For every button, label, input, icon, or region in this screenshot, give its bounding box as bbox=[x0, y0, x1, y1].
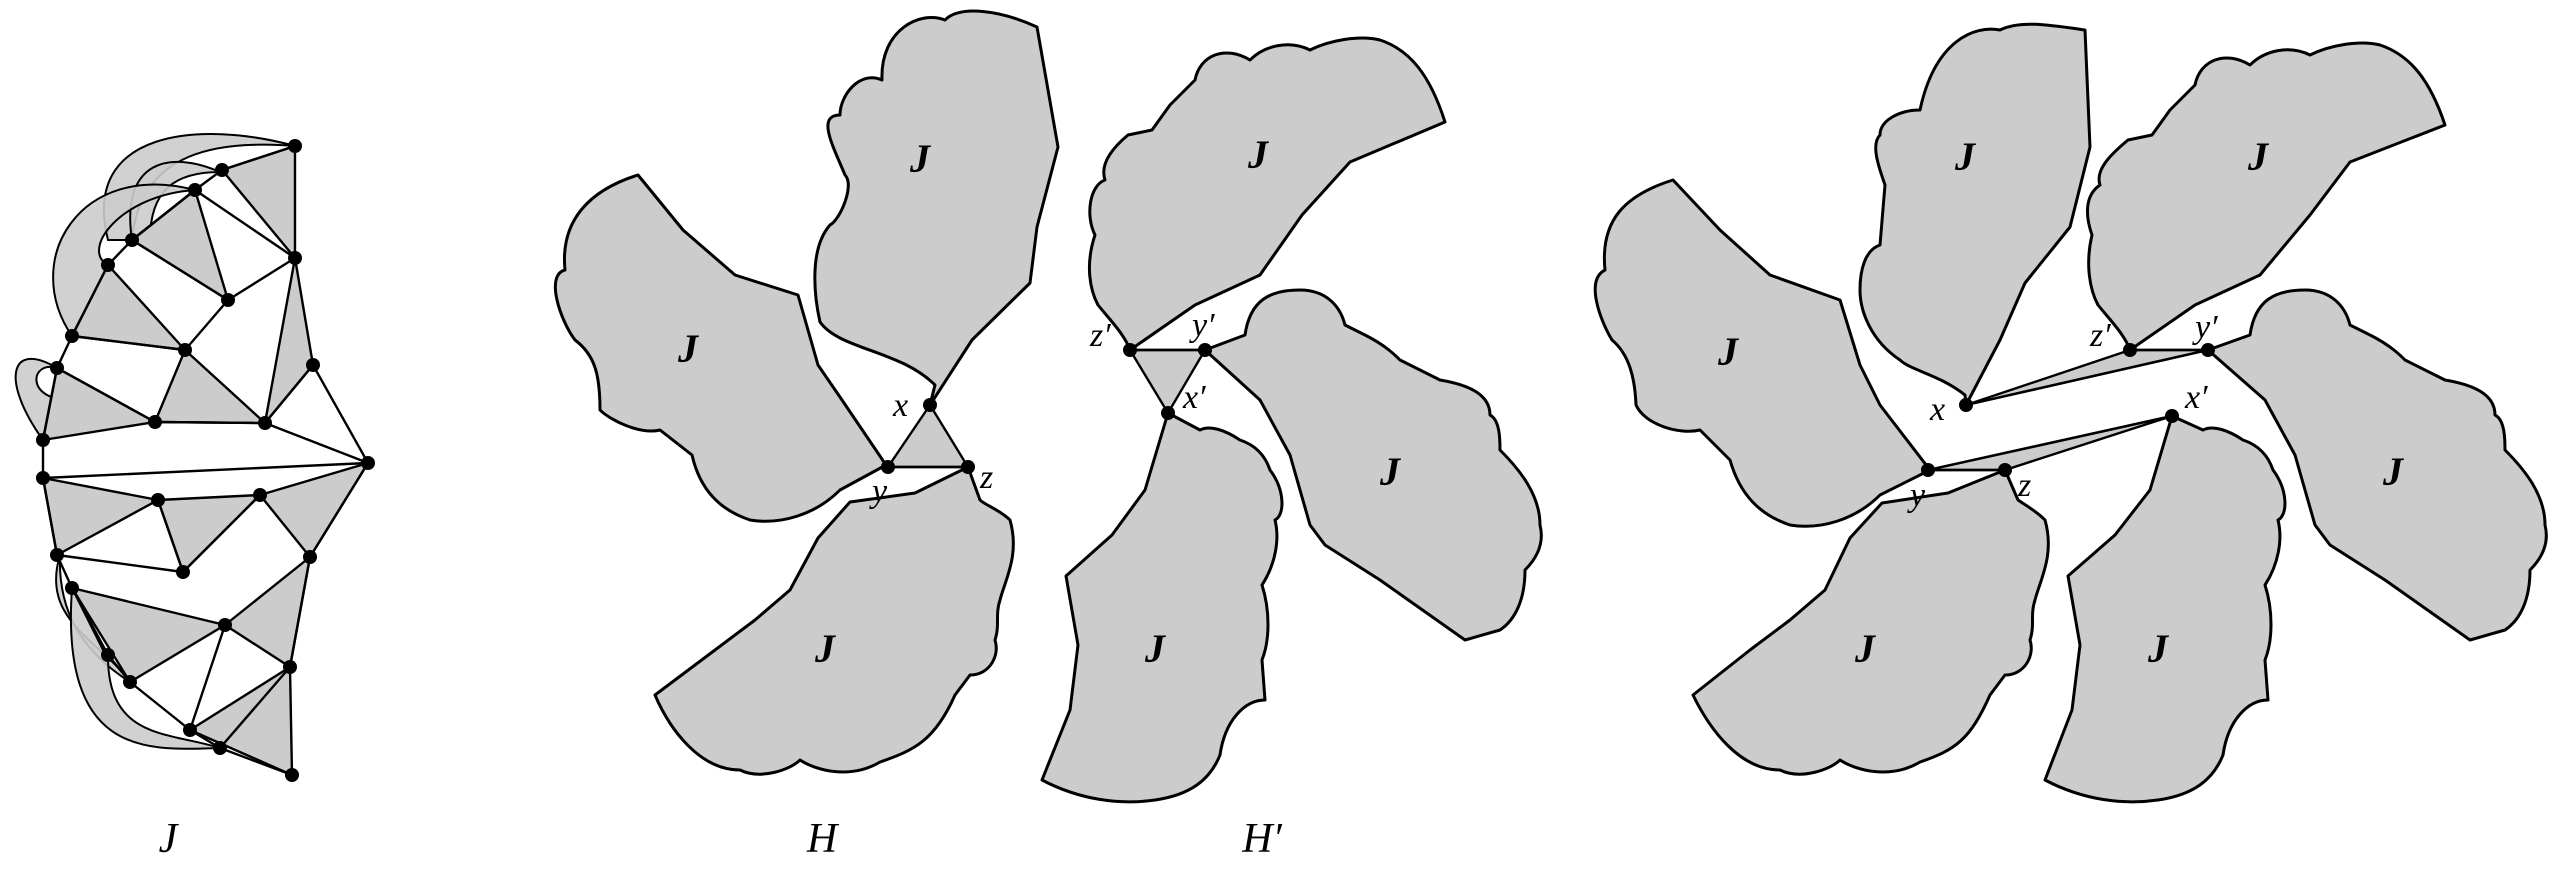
graph-triangle bbox=[41, 366, 157, 442]
blob-label: J bbox=[1379, 449, 1402, 494]
vertex-z bbox=[1998, 463, 2012, 477]
blob-label: J bbox=[2382, 449, 2405, 494]
vertex-z-prime bbox=[1123, 343, 1137, 357]
blob-label: J bbox=[1717, 329, 1740, 374]
vertex-z bbox=[961, 460, 975, 474]
label-z: z bbox=[2017, 467, 2031, 504]
loop-arc bbox=[69, 584, 221, 750]
blob-j bbox=[1203, 288, 1543, 642]
edge-y-x-prime bbox=[1927, 414, 2173, 472]
blob-label: J bbox=[1854, 626, 1877, 671]
label-z: z bbox=[979, 459, 993, 496]
caption-h: H bbox=[806, 816, 840, 862]
caption-h-prime: H′ bbox=[1241, 816, 1282, 862]
loop-arc bbox=[52, 183, 196, 338]
blob-j bbox=[813, 9, 1060, 407]
vertex-y-prime bbox=[1198, 343, 1212, 357]
blob-label: J bbox=[1144, 626, 1167, 671]
blob-label: J bbox=[909, 136, 932, 181]
blob-j bbox=[2206, 288, 2548, 642]
vertex-y-prime bbox=[2201, 343, 2215, 357]
graph-triangle bbox=[153, 348, 267, 425]
blob-j bbox=[554, 173, 888, 523]
blob-label: J bbox=[814, 626, 837, 671]
label-y-prime: y′ bbox=[2192, 309, 2218, 346]
blob-j bbox=[1088, 36, 1447, 352]
label-y-prime: y′ bbox=[1189, 307, 1215, 344]
graph-vertices bbox=[36, 139, 375, 782]
graph-triangle bbox=[258, 461, 370, 559]
label-y: y bbox=[1907, 477, 1926, 514]
blob-label: J bbox=[2147, 626, 2170, 671]
graph-h: J J J x y z H bbox=[554, 9, 1060, 862]
label-x-prime: x′ bbox=[1182, 379, 1206, 416]
blob-label: J bbox=[1247, 132, 1270, 177]
graph-triangle bbox=[156, 493, 262, 574]
blob-j bbox=[2086, 41, 2447, 352]
graph-triangle bbox=[41, 476, 160, 557]
graph-h-prime: J J J z′ y′ x′ H′ bbox=[1040, 36, 1543, 862]
graph-triangle bbox=[263, 256, 315, 425]
caption-j: J bbox=[159, 816, 180, 862]
label-y: y bbox=[869, 473, 888, 510]
blob-label: J bbox=[2247, 134, 2270, 179]
blob-j bbox=[1593, 178, 1932, 528]
vertex-z-prime bbox=[2123, 343, 2137, 357]
label-z-prime: z′ bbox=[2089, 317, 2111, 354]
graph-combined: J J J J J J x y z z′ y′ x′ bbox=[1593, 22, 2548, 804]
graph-triangle bbox=[220, 144, 297, 260]
vertex-x-prime bbox=[2165, 409, 2179, 423]
vertex-y bbox=[1921, 463, 1935, 477]
blob-j bbox=[1691, 468, 2050, 776]
vertex-x bbox=[923, 398, 937, 412]
label-z-prime: z′ bbox=[1089, 317, 1111, 354]
edge-x-y-prime bbox=[1965, 348, 2209, 407]
label-x: x bbox=[1929, 391, 1945, 428]
graph-j: J bbox=[14, 133, 375, 862]
blob-j bbox=[2043, 414, 2287, 804]
label-x: x bbox=[892, 387, 908, 424]
blob-j bbox=[653, 465, 1015, 776]
vertex-y bbox=[881, 460, 895, 474]
label-x-prime: x′ bbox=[2184, 379, 2208, 416]
blob-j bbox=[1040, 411, 1284, 804]
blob-j bbox=[1858, 22, 2092, 407]
vertex-x bbox=[1959, 398, 1973, 412]
vertex-x-prime bbox=[1161, 406, 1175, 420]
blob-label: J bbox=[1954, 134, 1977, 179]
blob-label: J bbox=[677, 326, 700, 371]
graph-edges bbox=[41, 144, 370, 777]
graph-triangle bbox=[70, 586, 227, 684]
graph-triangle bbox=[223, 555, 312, 669]
